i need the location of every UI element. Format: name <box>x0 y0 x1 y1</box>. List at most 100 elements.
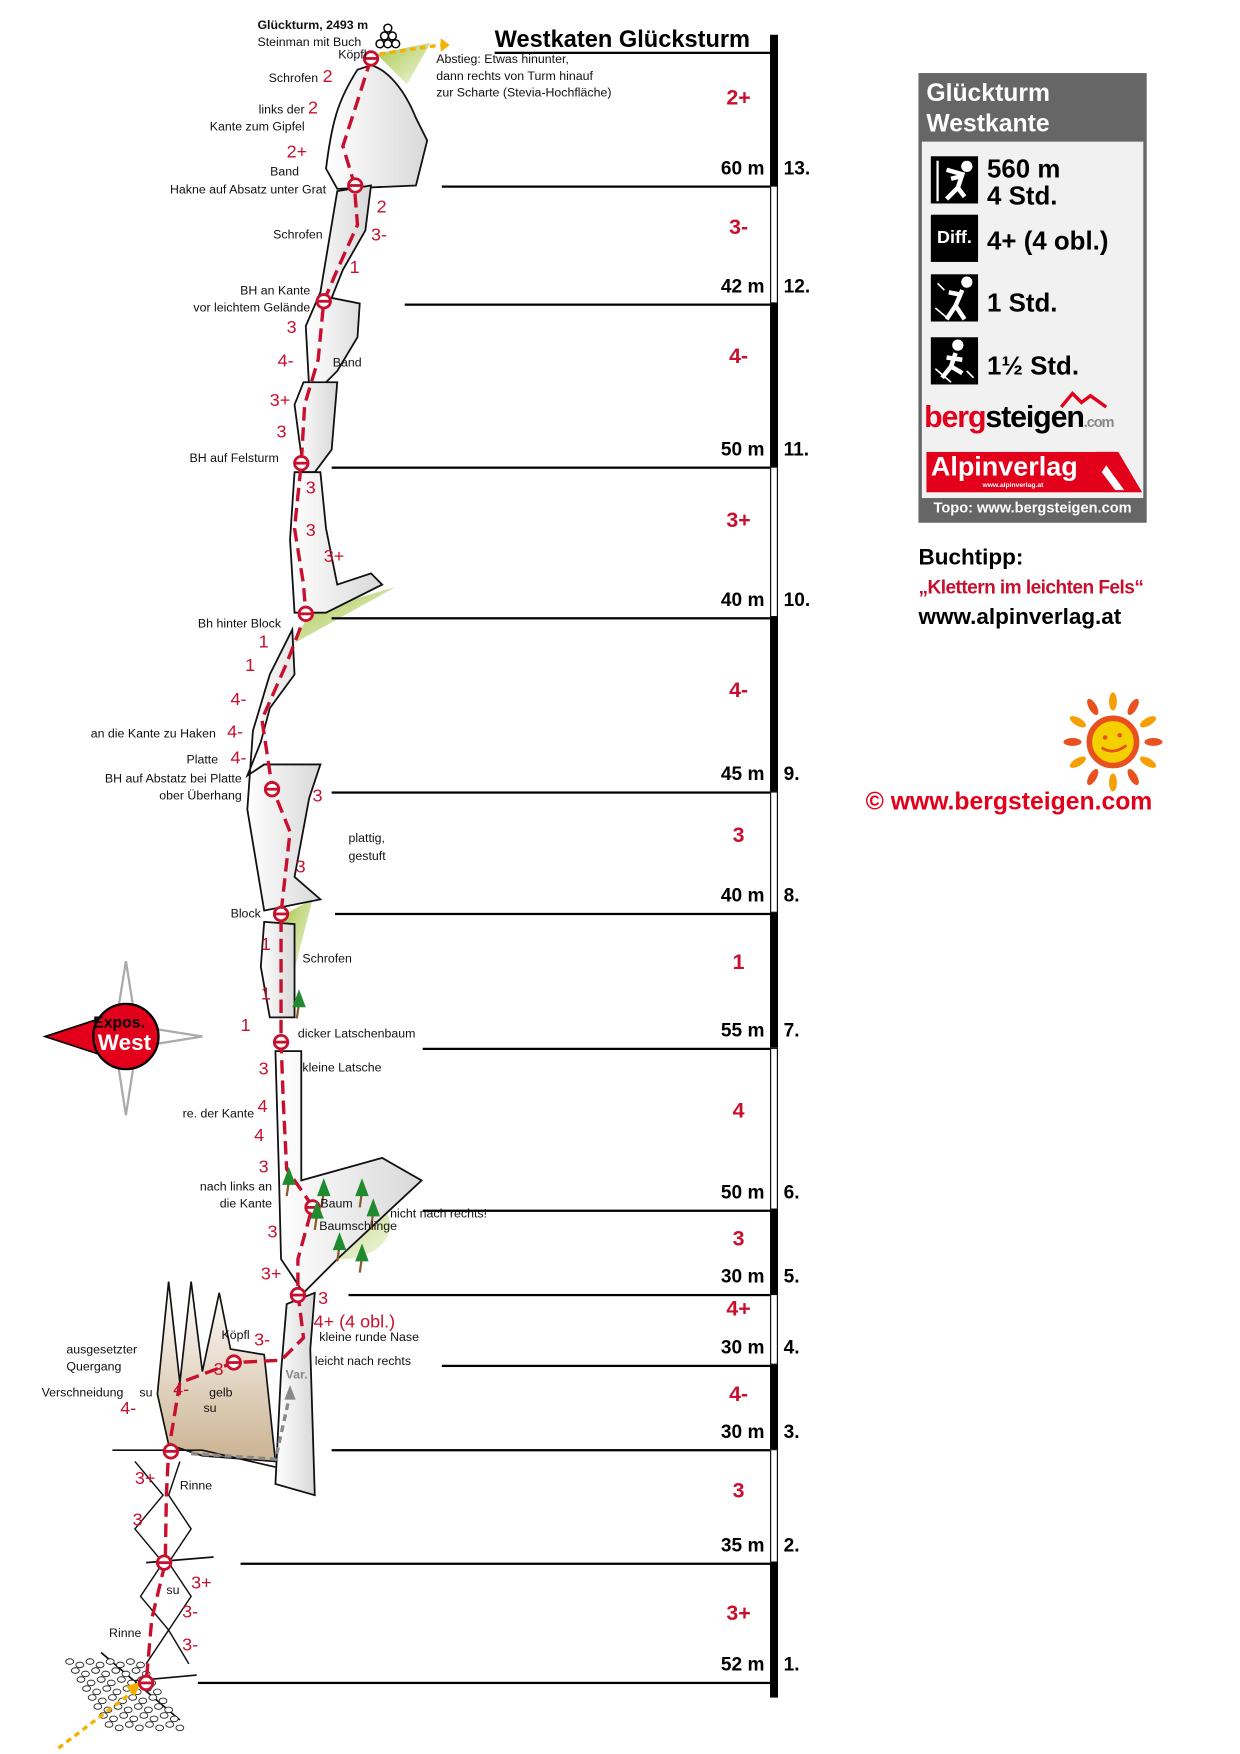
route-grade: 3+ <box>191 1573 212 1593</box>
route-note: Schrofen <box>302 952 352 966</box>
scree-stone <box>82 1685 91 1692</box>
panel-title-line2: Westkante <box>926 109 1050 138</box>
route-note: ober Überhang <box>159 789 242 803</box>
route-grade: 3+ <box>134 1469 156 1489</box>
pitch-length: 45 m <box>720 763 765 785</box>
route-grade: 4- <box>277 351 294 371</box>
route-grade: 4+ (4 obl.) <box>313 1313 396 1333</box>
scree-stone <box>97 1697 107 1705</box>
bergsteigen-logo-text: berg <box>924 400 986 434</box>
scree-stone <box>169 1715 179 1723</box>
tree-icon <box>310 1200 324 1231</box>
pitch-number: 9. <box>783 763 800 785</box>
title-underline <box>494 51 771 54</box>
route-note: BH an Kante <box>240 284 311 298</box>
scree-stone <box>104 1721 114 1728</box>
pitch-number: 3. <box>783 1420 800 1443</box>
descent-time: 1½ Std. <box>987 350 1080 380</box>
scree-stone <box>115 1661 125 1669</box>
scree-stone <box>128 1694 138 1701</box>
route-note: plattig, <box>348 831 385 846</box>
route-note: su <box>139 1386 153 1400</box>
route-grade: 4- <box>227 722 244 742</box>
pitch-number: 13. <box>783 157 811 179</box>
route-grade: 1 <box>260 984 271 1004</box>
descent-arrowhead <box>440 38 450 52</box>
pitch-length: 52 m <box>720 1653 765 1676</box>
pitch-number: 10. <box>783 589 811 611</box>
sun-ray <box>1063 738 1082 746</box>
route-grade: 1 <box>245 656 256 676</box>
scree-stone <box>111 1667 121 1674</box>
scree-stone <box>126 1658 135 1665</box>
pitch-bar-segment <box>770 791 778 913</box>
route-note: nicht nach rechts! <box>390 1207 488 1221</box>
route-grade: 3 <box>258 1060 269 1080</box>
compass-direction: West <box>97 1030 152 1056</box>
pitch-length: 30 m <box>720 1420 765 1443</box>
pitch-bar-segment <box>770 1364 778 1450</box>
scree-stone <box>159 1712 169 1719</box>
route-note: an die Kante zu Haken <box>90 727 216 741</box>
pitch-length: 42 m <box>720 275 765 297</box>
route-grade: 3 <box>213 1360 224 1380</box>
scree-stone <box>75 1661 85 1669</box>
pitch-divider <box>335 912 771 916</box>
pitch-grade: 4- <box>729 1382 749 1407</box>
book-tip-link[interactable]: www.alpinverlag.at <box>918 604 1122 630</box>
belay-station-icon <box>347 177 364 194</box>
route-note: Baum <box>320 1197 353 1211</box>
topo-credit: Topo: www.bergsteigen.com <box>933 499 1132 517</box>
scree-stone <box>139 1712 149 1719</box>
scree-stone <box>114 1724 124 1732</box>
pitch-bar-segment <box>770 912 778 1048</box>
pitch-number: 8. <box>783 884 800 907</box>
scree-stone <box>65 1658 75 1665</box>
route-difficulty: 4+ (4 obl.) <box>987 225 1109 256</box>
pitch-divider <box>441 185 771 188</box>
route-note: su <box>203 1401 217 1416</box>
route-grade: 3 <box>258 1157 269 1178</box>
descent-note-line3: zur Scharte (Stevia-Hochfläche) <box>436 86 612 101</box>
scree-stone <box>144 1706 153 1714</box>
descent-arrow <box>379 43 441 56</box>
pitch-grade: 4+ <box>726 1297 751 1321</box>
sun-ray <box>1087 698 1099 715</box>
route-note: die Kante <box>219 1197 273 1211</box>
scree-stone <box>149 1715 159 1723</box>
scree-stone <box>85 1658 95 1665</box>
sun-ray <box>1069 756 1086 768</box>
route-note: gestuft <box>348 849 386 864</box>
sun-ray <box>1139 716 1157 728</box>
scree-stone <box>131 1667 141 1674</box>
pitch-grade: 3 <box>732 824 745 848</box>
alpinverlag-logo: Alpinverlag www.alpinverlag.at <box>926 451 1143 493</box>
sun-ray <box>1087 768 1099 786</box>
bergsteigen-logo-text2: steigen <box>985 400 1085 434</box>
pitch-bar-segment <box>770 1449 778 1563</box>
route-note: gelb <box>209 1386 233 1400</box>
scree-stone <box>135 1724 144 1732</box>
copyright-link[interactable]: © www.bergsteigen.com <box>865 786 1153 816</box>
compass-icon <box>42 961 203 1116</box>
route-grade: 3- <box>182 1635 199 1655</box>
route-note: Köpfl <box>221 1328 250 1343</box>
pitch-bar-segment <box>770 466 778 618</box>
route-note: Rinne <box>179 1479 213 1493</box>
scree-stone <box>165 1721 175 1728</box>
route-note: Hakne auf Absatz unter Grat <box>169 183 327 197</box>
descent-note-line2: dann rechts von Turm hinauf <box>436 69 593 84</box>
route-grade: 2 <box>376 197 387 217</box>
route-grade: 3- <box>370 225 387 246</box>
tree-icon <box>355 1243 369 1273</box>
route-note: Bh hinter Block <box>197 617 282 631</box>
pitch-length: 40 m <box>720 884 765 907</box>
tree-icon <box>282 1166 296 1197</box>
pitch-grade: 4 <box>732 1099 745 1124</box>
pitch-divider <box>331 466 771 469</box>
route-grade: 2 <box>308 98 319 119</box>
route-length: 560 m <box>987 154 1061 184</box>
pitch-length: 50 m <box>720 438 765 460</box>
sun-ray <box>1127 698 1139 715</box>
route-note: Var. <box>285 1368 308 1382</box>
